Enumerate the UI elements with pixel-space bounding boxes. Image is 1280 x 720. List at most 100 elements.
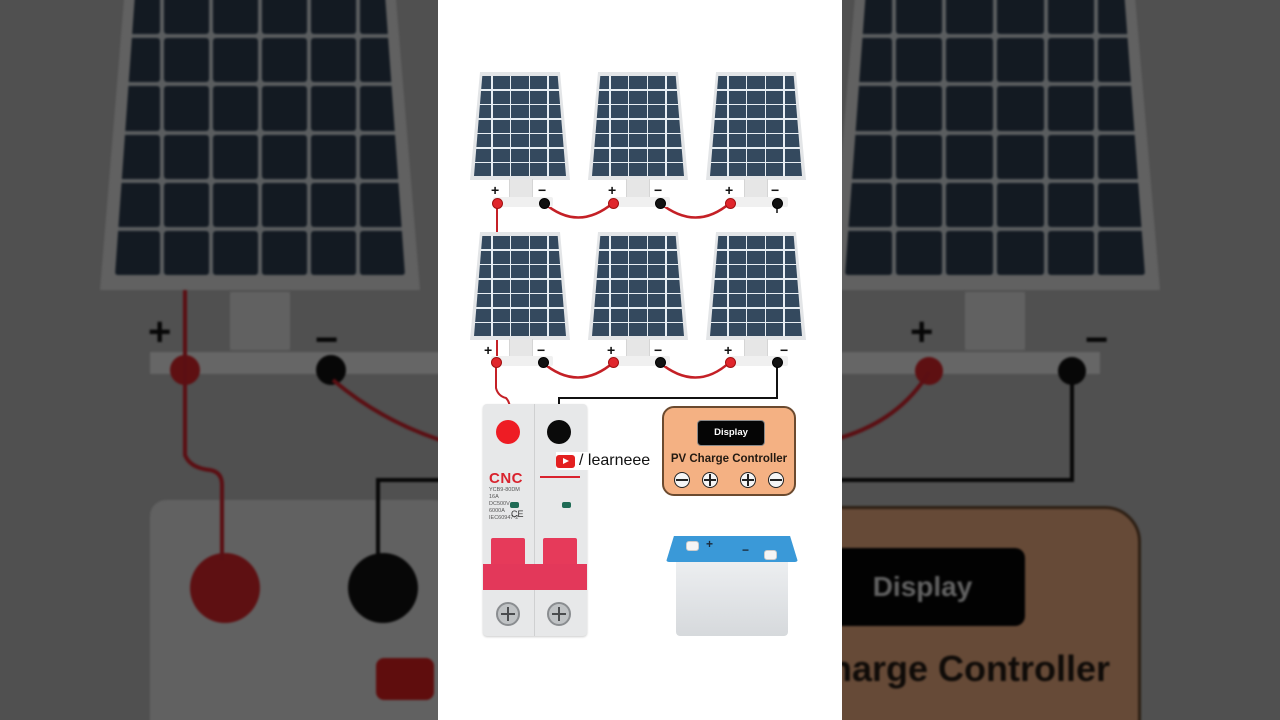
panel-stand [626,179,650,199]
plus-terminal-icon [740,472,756,488]
wire-r1-link1 [543,202,614,219]
panel-base [728,197,788,207]
battery-body [676,556,788,636]
left-blurred-background: + − [0,0,440,720]
solar-panel-r1-1 [470,72,570,180]
youtube-icon [556,454,575,468]
big-minus-sign-right: − [1085,318,1109,362]
big-display-label: Display [840,548,1025,626]
battery-positive-post [686,541,699,551]
minus-terminal-icon [674,472,690,488]
big-positive-terminal-right [915,357,943,385]
negative-terminal [539,198,550,209]
ce-mark: CE [511,509,524,519]
panel-stand [744,179,768,199]
panel-base [493,197,553,207]
big-panel-stand [230,292,290,350]
breaker-model: YCB9-80DM [489,487,520,493]
big-breaker-black-terminal [348,553,418,623]
panel-base [491,356,553,366]
breaker-negative-terminal [547,420,571,444]
positive-terminal [491,357,502,368]
panel-stand [626,339,650,359]
panel-base [610,356,670,366]
big-controller-title: harge Controller [840,648,1111,689]
controller-display: Display [697,420,765,446]
battery: + − [666,528,798,638]
negative-terminal [772,198,783,209]
panel-base [610,197,670,207]
breaker-status-led [562,502,571,508]
big-negative-terminal [316,355,346,385]
screw-icon [547,602,571,626]
battery-plus-sign: + [706,537,714,551]
panel-stand [509,179,533,199]
right-blur-zoomed-view: + − Display harge Controller [840,0,1280,720]
big-panel-base [150,352,440,374]
controller-title: PV Charge Controller [670,453,788,465]
right-blurred-background: + − Display harge Controller [840,0,1280,720]
negative-terminal [655,357,666,368]
breaker-rating: 16A [489,494,499,500]
minus-sign: − [780,342,789,358]
solar-panel-r2-2 [588,232,688,340]
pv-charge-controller: Display PV Charge Controller [662,406,796,496]
solar-panel-r2-3 [706,232,806,340]
channel-handle: / learneee [579,452,651,469]
dc-circuit-breaker: CNC YCB9-80DM 16A DC500V 6000A IEC60947-… [483,404,587,636]
big-minus-sign: − [315,318,339,362]
negative-terminal [538,357,549,368]
solar-panel-r1-3 [706,72,806,180]
solar-panel-r2-1 [470,232,570,340]
plus-sign: + [484,342,493,358]
big-panel-base-right [840,352,1100,374]
big-breaker-red-terminal [190,553,260,623]
plus-sign: + [724,342,733,358]
minus-terminal-icon [768,472,784,488]
positive-terminal [608,357,619,368]
breaker-standard: IEC60947-2 [489,515,519,521]
plus-sign: + [607,342,616,358]
breaker-positive-terminal [496,420,520,444]
big-panel-stand-right [965,292,1025,350]
video-frame: + − + − + − + − + − + − CNC YCB9-80DM [438,0,842,720]
breaker-voltage: DC500V [489,501,510,507]
big-plus-sign: + [148,310,172,354]
positive-terminal [725,357,736,368]
negative-terminal [772,357,783,368]
panel-stand [509,339,533,359]
battery-minus-sign: − [742,543,750,557]
negative-terminal [655,198,666,209]
positive-terminal [492,198,503,209]
breaker-pole-divider [534,404,535,636]
minus-sign: − [537,342,546,358]
plus-sign: + [608,182,617,198]
big-solar-panel-cells [115,0,405,275]
big-plus-sign-right: + [910,310,934,354]
minus-sign: − [538,182,547,198]
minus-sign: − [771,182,780,198]
breaker-status-led [510,502,519,508]
breaker-brand: CNC [489,470,523,487]
positive-terminal [725,198,736,209]
breaker-red-stripe [540,476,580,478]
panel-stand [744,339,768,359]
positive-terminal [608,198,619,209]
minus-sign: − [654,182,663,198]
breaker-capacity: 6000A [489,508,505,514]
plus-terminal-icon [702,472,718,488]
big-wires-left [183,290,440,560]
big-youtube-icon [376,658,434,700]
plus-sign: + [725,182,734,198]
panel-base [728,356,788,366]
breaker-handle-bar[interactable] [483,564,587,590]
minus-sign: − [654,342,663,358]
plus-sign: + [491,182,500,198]
screw-icon [496,602,520,626]
left-blur-zoomed-view: + − [0,0,440,720]
wire-r1-link2 [659,202,731,219]
big-wires-right [840,370,1074,482]
solar-panel-r1-2 [588,72,688,180]
big-solar-panel-cells-right [845,0,1145,275]
channel-watermark[interactable]: / learneee [556,452,651,470]
